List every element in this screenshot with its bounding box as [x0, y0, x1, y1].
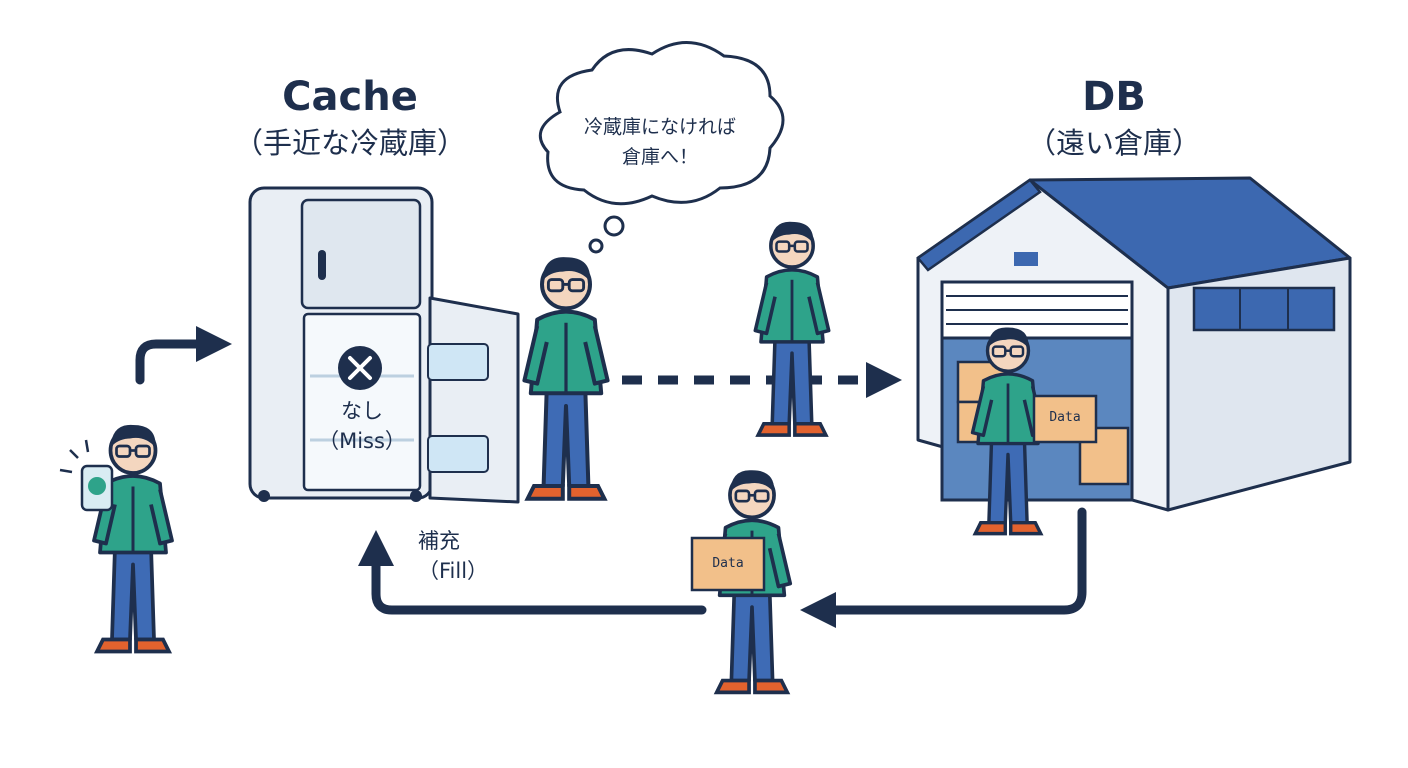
walking-person [755, 222, 828, 435]
person-carrying-data [690, 470, 790, 692]
db-return-arrow [800, 507, 1087, 628]
fill-arrow [358, 530, 707, 615]
cache-title: Cache [282, 74, 418, 120]
fill-line-1: 補充 [418, 529, 460, 553]
user-to-cache-arrow [135, 326, 232, 385]
user-person [59, 425, 172, 652]
fill-line-2: （Fill） [418, 559, 489, 583]
db-subtitle: （遠い倉庫） [1026, 126, 1201, 160]
thought-line-2: 倉庫へ！ [621, 146, 698, 168]
cache-subtitle: （手近な冷蔵庫） [233, 126, 466, 160]
miss-label: なし （Miss） [306, 396, 418, 456]
person-at-fridge [524, 257, 607, 499]
miss-line-1: なし [341, 399, 383, 423]
person-in-warehouse [973, 327, 1098, 533]
db-title: DB [1082, 74, 1146, 120]
fill-label: 補充 （Fill） [418, 526, 508, 586]
carried-box-label: Data [712, 556, 744, 571]
data-box-icon [1032, 394, 1098, 444]
warehouse-box-label: Data [1049, 410, 1081, 425]
warehouse-illustration [916, 176, 1352, 512]
data-box-icon [690, 536, 766, 592]
thought-text: 冷蔵庫になければ 倉庫へ！ [560, 112, 760, 172]
thought-bubble [538, 41, 785, 254]
fridge-illustration [248, 186, 520, 504]
miss-line-2: （Miss） [318, 429, 406, 453]
thought-line-1: 冷蔵庫になければ [583, 116, 736, 138]
